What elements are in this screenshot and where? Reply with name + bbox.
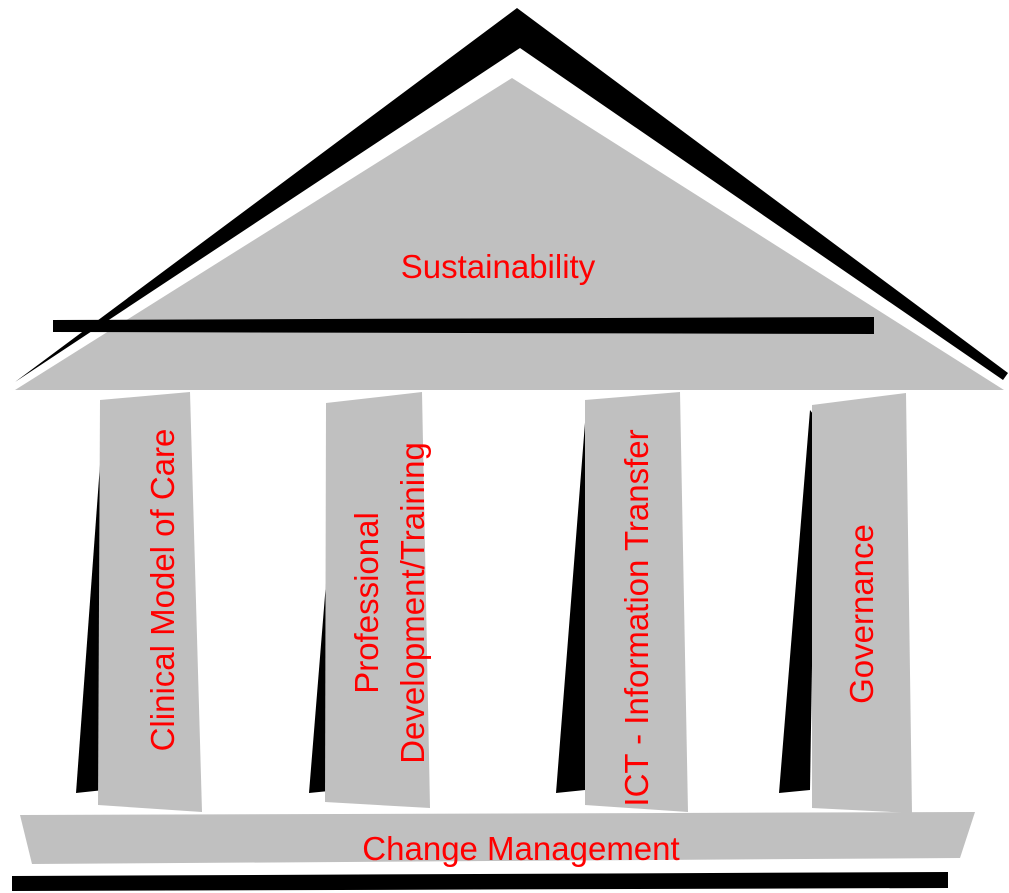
pillar-2-shaft — [325, 392, 430, 808]
pillar-3-label: ICT - Information Transfer — [618, 429, 655, 806]
pillar-3-shaft — [585, 392, 688, 812]
pillar-4-shadow — [779, 410, 816, 793]
pillar-3-shadow — [556, 410, 592, 793]
base-slab — [20, 812, 975, 864]
pillar-1 — [76, 392, 202, 812]
pillar-1-shaft — [98, 392, 202, 812]
roof-label: Sustainability — [401, 248, 596, 285]
roof — [15, 78, 1004, 390]
pillar-2-label-line-2: Development/Training — [394, 442, 431, 764]
roof-beam — [53, 317, 874, 334]
pillar-4-label: Governance — [843, 524, 880, 704]
base-label: Change Management — [362, 830, 679, 867]
ground-bar — [12, 872, 948, 891]
pillar-4 — [779, 393, 912, 813]
pillar-3 — [556, 392, 688, 812]
pillar-2-label-line-1: Professional — [348, 512, 385, 694]
pillar-2 — [309, 392, 430, 808]
pillar-1-label: Clinical Model of Care — [144, 429, 181, 752]
pillar-4-shaft — [812, 393, 912, 813]
